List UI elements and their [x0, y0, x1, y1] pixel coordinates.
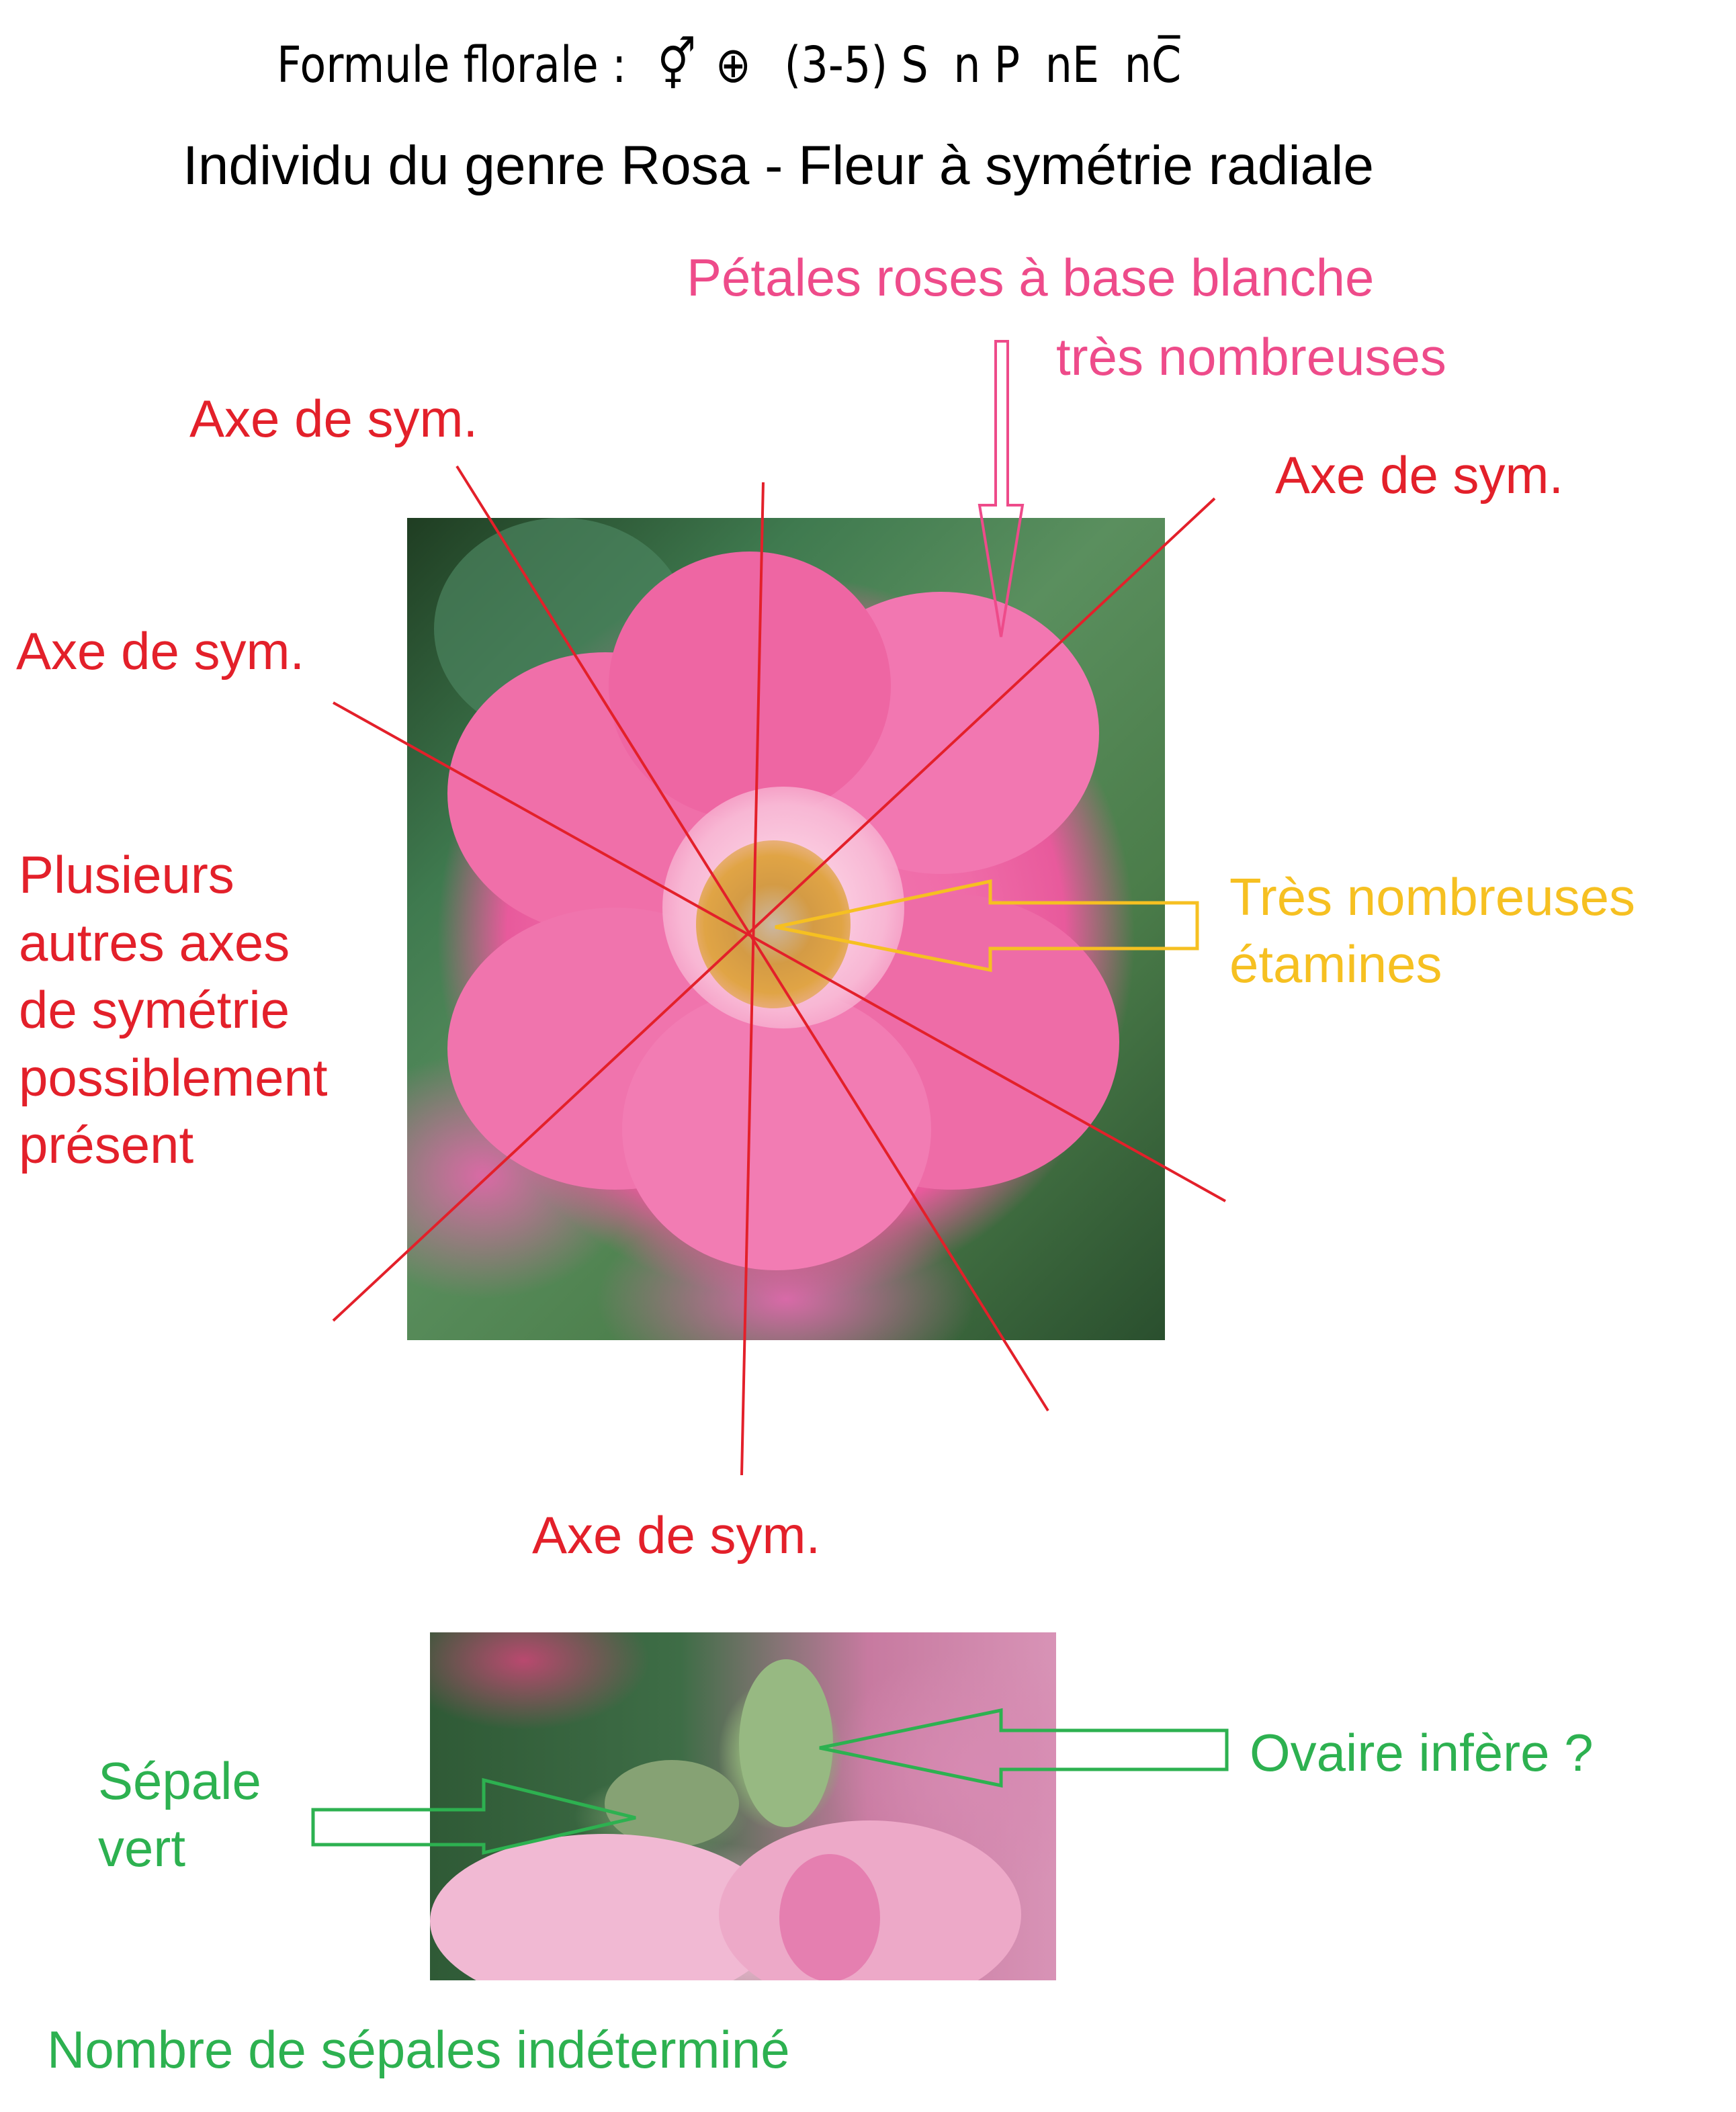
formula-sepals: (3-5) S — [784, 36, 928, 94]
ovary-arrow-icon — [819, 1708, 1229, 1788]
other-axes-note: Plusieurs autres axes de symétrie possib… — [19, 845, 328, 1175]
symmetry-axes — [332, 465, 1226, 1476]
axis-label-top-left: Axe de sym. — [189, 389, 478, 448]
petal — [779, 1854, 880, 1980]
floral-formula: Formule florale : ⚥ ⊕ (3-5) S n P nE nC̅ — [277, 40, 1181, 90]
radial-symmetry-icon: ⊕ — [715, 36, 752, 94]
axis-label-top-right: Axe de sym. — [1275, 445, 1564, 504]
sepal-arrow-icon — [311, 1777, 636, 1855]
ovary-label: Ovaire infère ? — [1250, 1723, 1594, 1782]
stamen-cluster — [696, 840, 851, 1008]
axis-label-left: Axe de sym. — [16, 621, 305, 680]
petals-label-line2: très nombreuses — [1056, 327, 1446, 386]
petals-arrow — [978, 340, 1025, 637]
stamens-label-line2: étamines — [1229, 934, 1442, 994]
formula-carpels: nC̅ — [1124, 36, 1182, 94]
rose-side-view-photo — [430, 1632, 1056, 1980]
axis-line-top-left — [455, 465, 1049, 1412]
stamens-arrow — [775, 879, 1199, 973]
axis-label-bottom: Axe de sym. — [532, 1505, 821, 1565]
sepal-arrow — [311, 1777, 636, 1855]
axis-line-left — [333, 701, 1226, 1202]
sepal-label-line1: Sépale — [98, 1751, 261, 1810]
formula-petals: n P — [953, 36, 1021, 94]
sepal-label-line2: vert — [98, 1818, 186, 1878]
hermaphrodite-icon: ⚥ — [657, 36, 696, 94]
sepal — [605, 1760, 739, 1847]
rose-top-view-photo — [407, 518, 1165, 1340]
petals-arrow-icon — [978, 340, 1025, 637]
petal — [609, 552, 891, 820]
formula-label: Formule florale : — [277, 36, 627, 94]
axis-line-top-right — [332, 497, 1216, 1322]
axis-line-vertical — [740, 482, 765, 1476]
sepal-count-label: Nombre de sépales indéterminé — [47, 2020, 790, 2079]
formula-stamens: nE — [1045, 36, 1100, 94]
stamens-arrow-icon — [775, 879, 1199, 973]
petal — [622, 988, 931, 1270]
ovary — [739, 1659, 833, 1827]
stamens-label-line1: Très nombreuses — [1229, 867, 1636, 926]
ovary-arrow — [819, 1708, 1229, 1788]
page-subtitle: Individu du genre Rosa - Fleur à symétri… — [183, 135, 1374, 196]
petals-label-line1: Pétales roses à base blanche — [687, 248, 1375, 307]
